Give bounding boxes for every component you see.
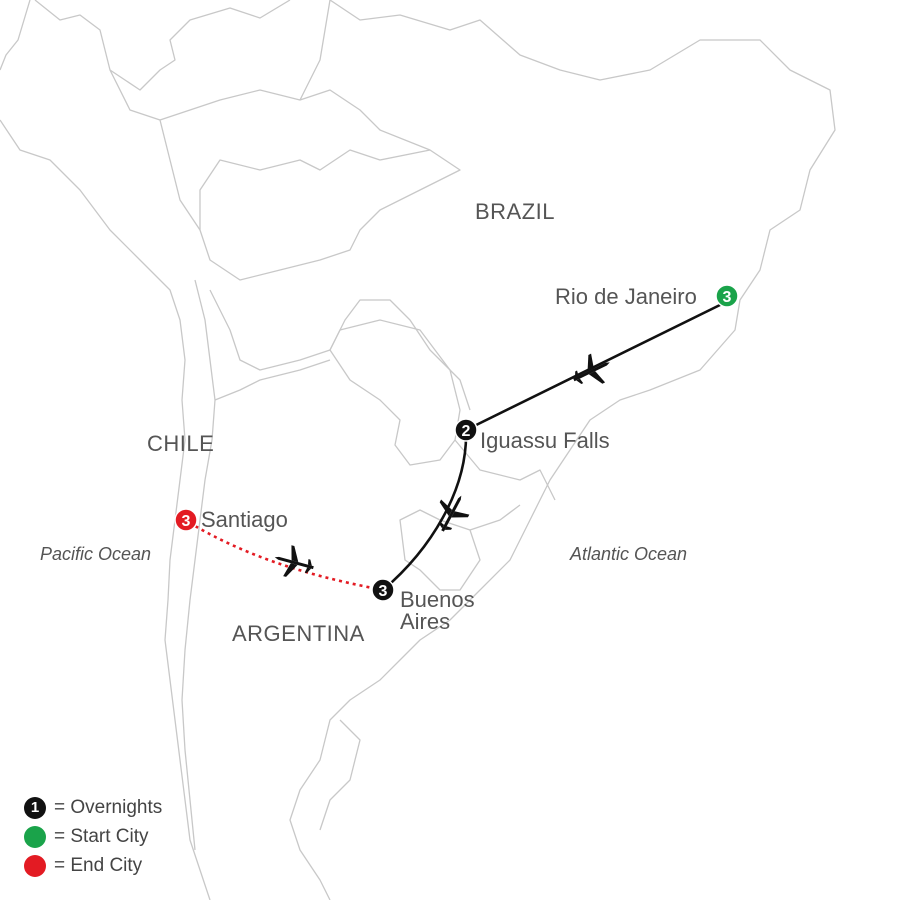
city-marker-santiago[interactable]: 3 bbox=[174, 508, 198, 532]
legend-row-overnights: 1 = Overnights bbox=[24, 793, 284, 822]
route-rio-iguassu bbox=[465, 301, 725, 432]
city-label-iguassu[interactable]: Iguassu Falls bbox=[480, 428, 610, 453]
country-label-chile: CHILE bbox=[147, 431, 215, 456]
ocean-label-atlantic: Atlantic Ocean bbox=[570, 544, 688, 564]
nights-santiago: 3 bbox=[182, 513, 191, 530]
country-label-brazil: BRAZIL bbox=[475, 199, 556, 224]
legend-row-end: = End City bbox=[24, 851, 284, 880]
route-iguassu-buenos-aires bbox=[382, 429, 468, 591]
legend-row-start: = Start City bbox=[24, 822, 284, 851]
land-outlines bbox=[0, 0, 836, 900]
city-marker-rio[interactable]: 3 bbox=[715, 284, 739, 308]
falkland-coast bbox=[319, 719, 361, 831]
routes bbox=[184, 301, 725, 592]
country-label-argentina: ARGENTINA bbox=[232, 621, 365, 646]
border-bolivia bbox=[209, 289, 471, 411]
border-brazil bbox=[199, 149, 461, 281]
nights-rio: 3 bbox=[723, 289, 732, 306]
legend-end-label: = End City bbox=[54, 854, 143, 876]
map-legend: 1 = Overnights = Start City = End City bbox=[24, 793, 284, 880]
end-city-dot-icon bbox=[24, 854, 46, 877]
plane-icon bbox=[438, 495, 470, 532]
continent-coastline bbox=[0, 0, 836, 900]
plane-icon bbox=[274, 545, 314, 577]
nights-iguassu: 2 bbox=[462, 423, 471, 440]
border-paraguay bbox=[329, 319, 461, 466]
route-buenos-aires-santiago bbox=[184, 518, 384, 592]
continent-west-coast bbox=[0, 119, 211, 900]
overnight-marker-icon: 1 bbox=[24, 796, 46, 819]
city-label-buenos-aires[interactable]: Buenos Aires bbox=[400, 587, 475, 634]
border-argentina-north bbox=[214, 359, 331, 401]
border-southern-brazil bbox=[454, 439, 556, 531]
border-uruguay bbox=[399, 509, 481, 591]
legend-overnights-label: = Overnights bbox=[54, 796, 163, 818]
northern-countries bbox=[109, 0, 431, 231]
city-marker-iguassu[interactable]: 2 bbox=[454, 418, 478, 442]
city-label-rio[interactable]: Rio de Janeiro bbox=[555, 284, 697, 309]
ocean-label-pacific: Pacific Ocean bbox=[40, 544, 152, 564]
city-label-santiago[interactable]: Santiago bbox=[201, 507, 288, 532]
plane-icon bbox=[573, 353, 610, 384]
nights-buenos-aires: 3 bbox=[379, 583, 388, 600]
start-city-dot-icon bbox=[24, 825, 46, 848]
city-marker-buenos-aires[interactable]: 3 bbox=[371, 578, 395, 602]
border-chile-argentina bbox=[181, 279, 216, 851]
legend-start-label: = Start City bbox=[54, 825, 149, 847]
